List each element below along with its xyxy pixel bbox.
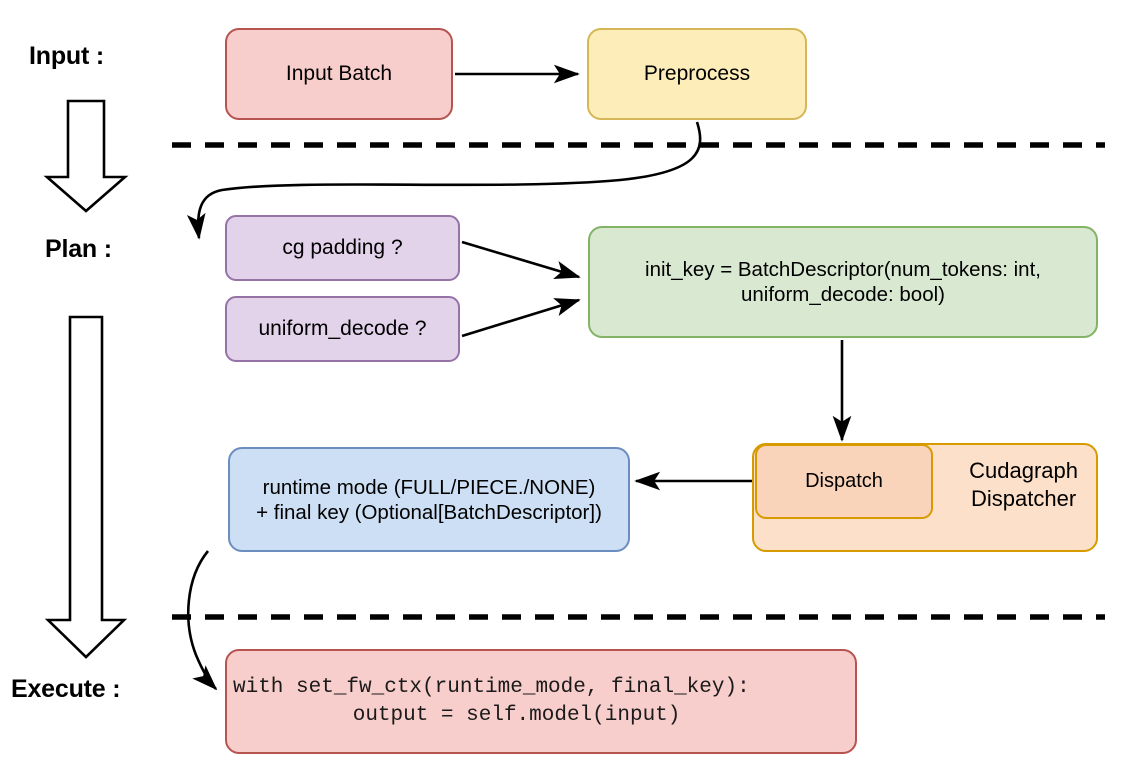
edge-cg-padding-to-init-key: [461, 240, 581, 280]
plan-to-execute-arrow: [44, 315, 128, 659]
stage-label-input: Input :: [29, 42, 104, 70]
edge-uniform-decode-to-init-key: [461, 298, 581, 338]
node-cg-padding[interactable]: cg padding ?: [225, 215, 460, 281]
node-uniform-decode[interactable]: uniform_decode ?: [225, 296, 460, 362]
node-dispatch[interactable]: Dispatch: [755, 444, 933, 519]
node-code-block-text: with set_fw_ctx(runtime_mode, final_key)…: [233, 674, 750, 729]
stage-label-plan: Plan :: [45, 235, 112, 263]
node-runtime-mode-line1: runtime mode (FULL/PIECE./NONE): [262, 475, 596, 499]
node-input-batch[interactable]: Input Batch: [225, 28, 453, 120]
node-uniform-decode-label: uniform_decode ?: [258, 317, 427, 341]
node-code-block[interactable]: with set_fw_ctx(runtime_mode, final_key)…: [225, 649, 857, 754]
node-runtime-mode-line2: + final key (Optional[BatchDescriptor]): [256, 500, 602, 524]
node-cudagraph-dispatcher-line1: Cudagraph: [969, 458, 1078, 483]
node-init-key-line2: uniform_decode: bool): [740, 283, 945, 306]
node-input-batch-label: Input Batch: [285, 62, 393, 86]
node-init-key-text: init_key = BatchDescriptor(num_tokens: i…: [645, 257, 1041, 307]
node-runtime-mode[interactable]: runtime mode (FULL/PIECE./NONE) + final …: [228, 447, 630, 552]
stage-label-execute: Execute :: [11, 675, 121, 703]
node-preprocess[interactable]: Preprocess: [587, 28, 807, 120]
node-dispatch-label: Dispatch: [805, 470, 883, 493]
edge-runtime-mode-to-code-block: [187, 550, 218, 691]
input-to-plan-arrow: [43, 99, 129, 213]
node-init-key[interactable]: init_key = BatchDescriptor(num_tokens: i…: [588, 226, 1098, 338]
node-code-block-line2: output = self.model(input): [302, 703, 681, 727]
node-init-key-line1: init_key = BatchDescriptor(num_tokens: i…: [645, 258, 1041, 281]
node-runtime-mode-text: runtime mode (FULL/PIECE./NONE) + final …: [256, 475, 602, 525]
node-preprocess-label: Preprocess: [643, 62, 751, 86]
node-cudagraph-dispatcher-text: Cudagraph Dispatcher: [969, 457, 1078, 512]
node-cg-padding-label: cg padding ?: [282, 236, 403, 260]
node-cudagraph-dispatcher-line2: Dispatcher: [970, 485, 1077, 511]
node-code-block-line1: with set_fw_ctx(runtime_mode, final_key)…: [233, 675, 750, 699]
